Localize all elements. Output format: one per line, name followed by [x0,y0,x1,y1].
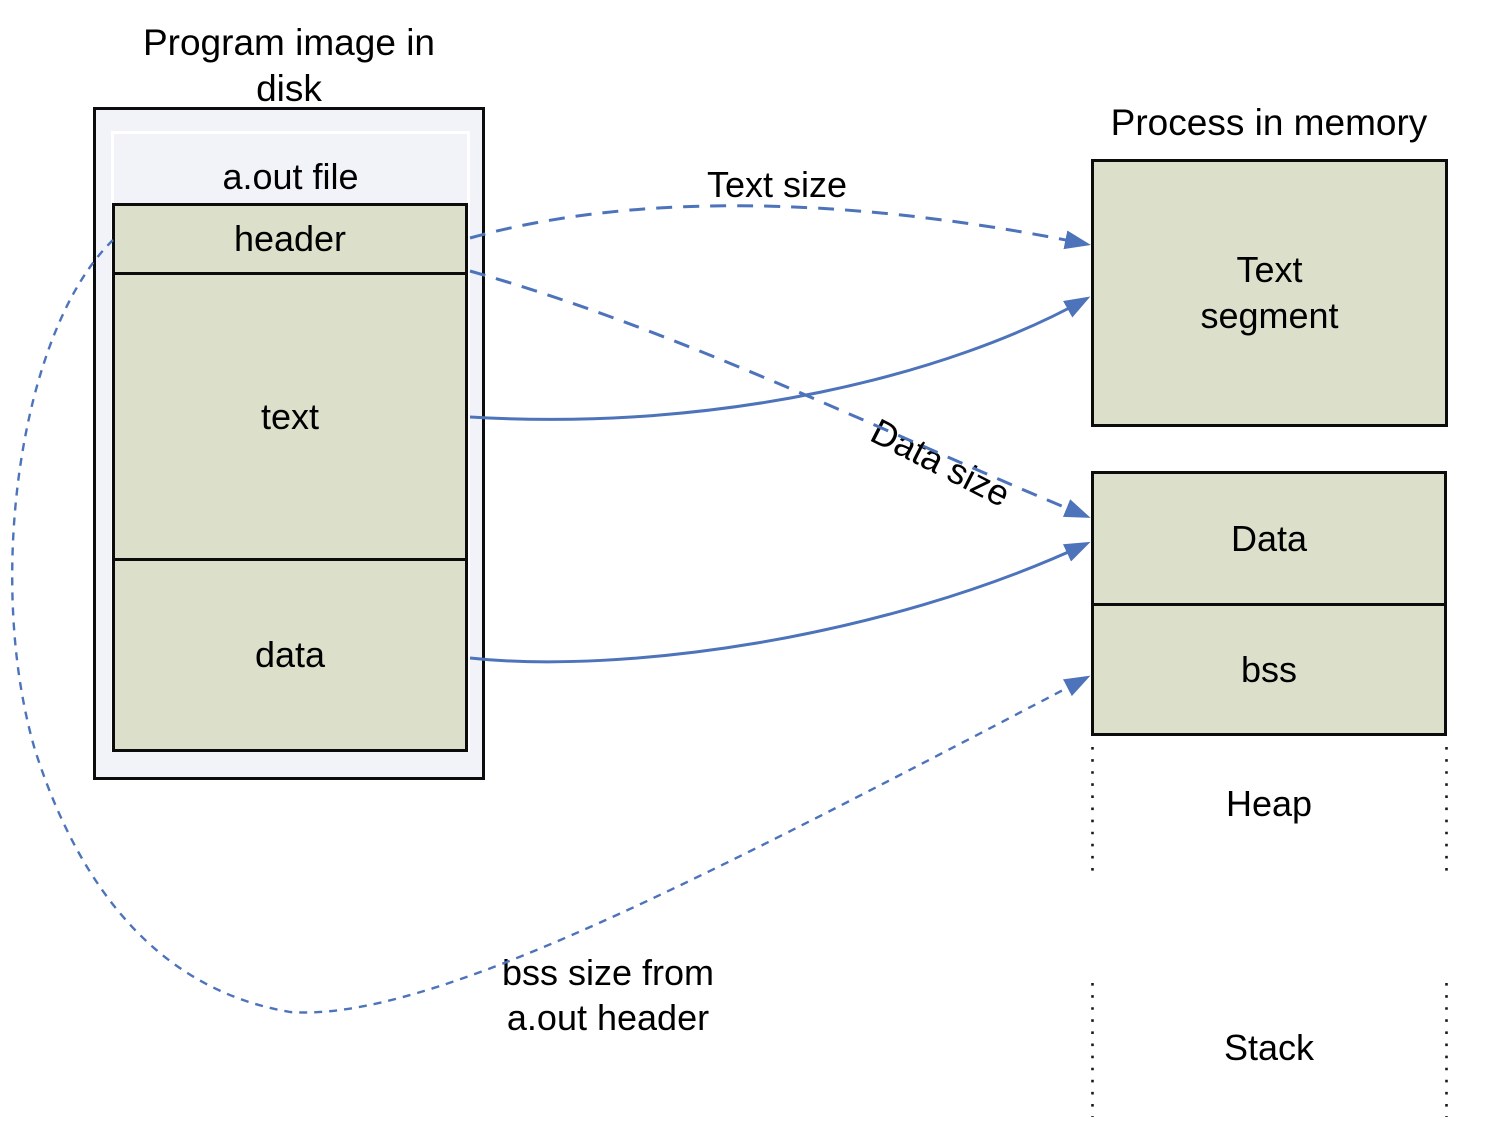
bss-segment-label: bss [1240,648,1298,690]
data-bss-box: Data bss [1091,471,1447,736]
heap-label: Heap [1225,783,1313,824]
section-header: header [115,206,465,275]
stack-label: Stack [1223,1027,1315,1068]
bss-size-arrow-label: bss size from a.out header [501,952,715,1038]
text-segment-label: Text segment [1200,249,1339,336]
text-size-arrow-label: Text size [706,164,848,205]
process-in-memory-title: Process in memory [1110,102,1428,143]
disk-title: Program image in disk [142,22,435,109]
data-segment-label: Data [1094,474,1444,606]
aout-file-label: a.out file [222,156,359,197]
text-segment-box: Text segment [1091,159,1448,427]
section-data: data [254,634,326,675]
text-size-arrow [469,204,1091,250]
data-size-arrow-label: Data size [864,410,1017,515]
section-text: text [115,275,465,561]
data-to-data-arrow [469,541,1091,664]
aout-sections-stack: header text data [112,203,468,752]
text-to-text-segment-arrow [469,296,1091,421]
